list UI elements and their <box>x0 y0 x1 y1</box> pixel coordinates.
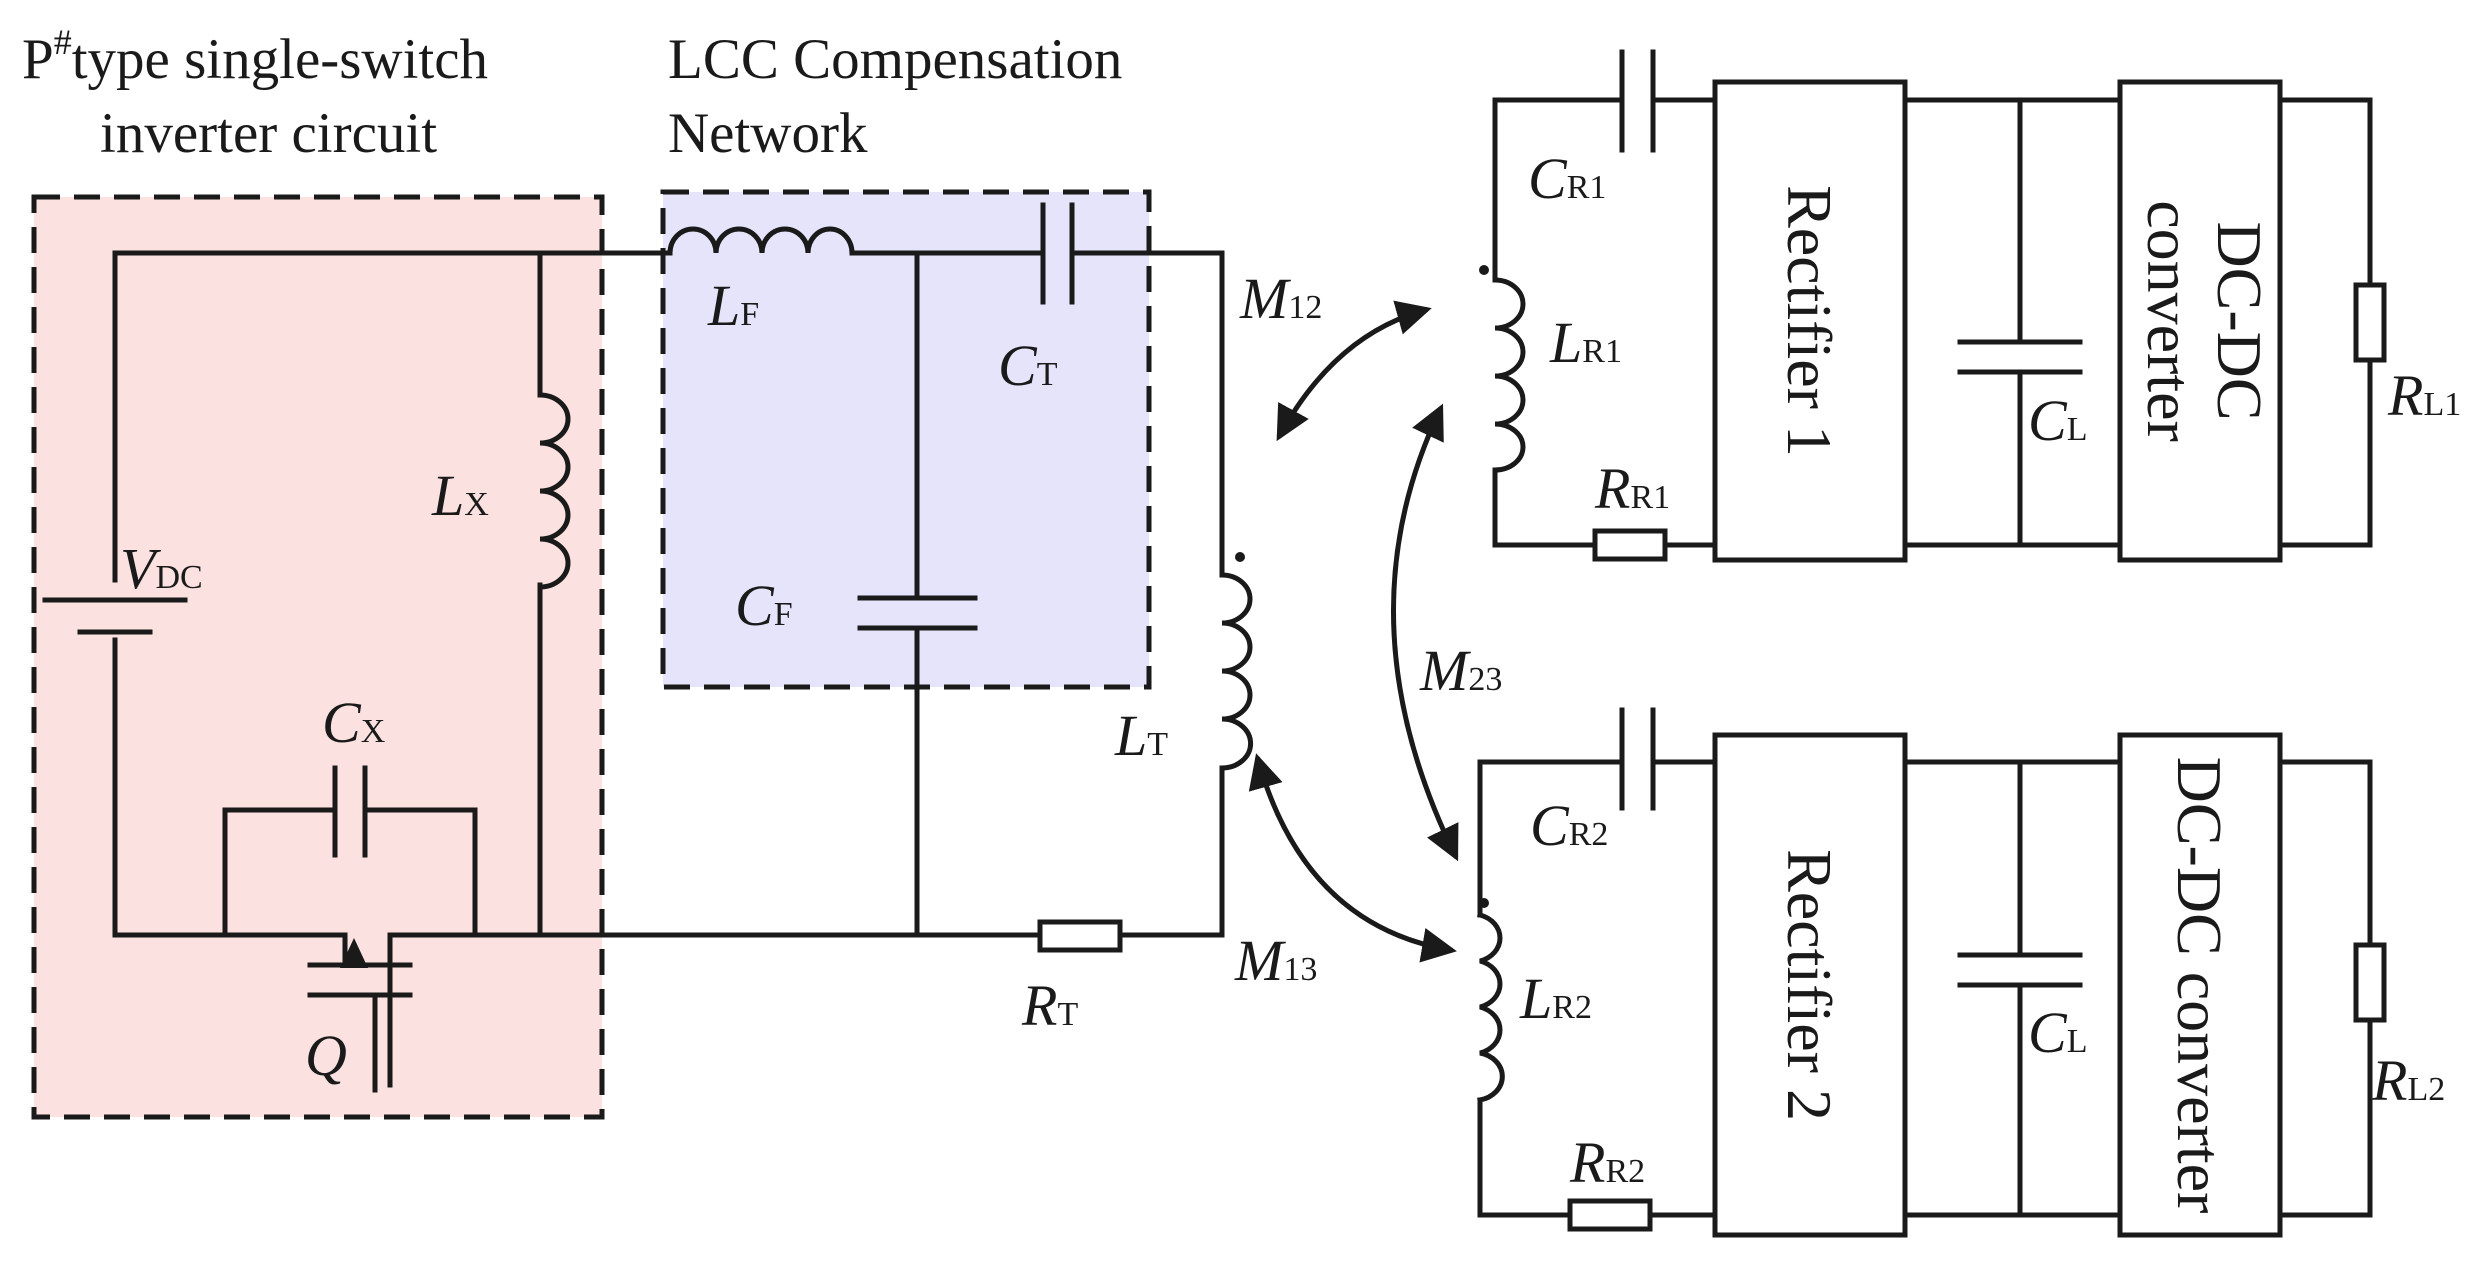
rl2-resistor <box>2353 942 2387 1023</box>
ct-capacitor <box>1040 202 1075 305</box>
m13-label: M13 <box>1234 928 1317 993</box>
m23-arrow <box>1391 403 1459 862</box>
lx-inductor <box>537 392 571 590</box>
dcdc1-label-line1: DC-DC <box>2204 221 2275 420</box>
lcc-region <box>663 192 1149 687</box>
rectifier1-block <box>1712 79 1908 563</box>
lt-dot-icon <box>1235 552 1245 562</box>
cr1-label: CR1 <box>1528 146 1606 211</box>
lcc-title-line1: LCC Compensation <box>668 28 1122 91</box>
lr1-inductor <box>1479 265 1526 473</box>
rr2-label: RR2 <box>1569 1130 1645 1195</box>
dcdc2-block <box>2117 732 2283 1238</box>
cr2-capacitor <box>1619 707 1656 811</box>
rt-resistor <box>1037 919 1123 953</box>
lcc-boundary <box>660 189 1152 690</box>
rectifier2-block <box>1712 732 1908 1238</box>
rl1-label: RL1 <box>2387 363 2461 428</box>
inverter-title-line1: P#type single-switch <box>22 22 488 91</box>
ct-label: CT <box>998 333 1058 398</box>
rl2-label: RL2 <box>2371 1048 2445 1113</box>
inverter-region <box>34 197 602 1117</box>
cx-capacitor <box>332 765 368 858</box>
vdc-battery <box>42 597 188 635</box>
receiver2-wiring <box>1477 759 2373 1218</box>
rr1-resistor <box>1592 528 1668 562</box>
rl1-resistor <box>2353 282 2387 363</box>
lr2-inductor <box>1476 898 1505 1103</box>
rectifier2-label: Rectifier 2 <box>1774 849 1845 1121</box>
cf-label: CF <box>735 573 793 638</box>
m13-arrow <box>1248 753 1457 963</box>
inverter-boundary <box>31 194 605 1120</box>
cl1-label: CL <box>2028 388 2087 453</box>
lr2-dot-icon <box>1479 898 1489 908</box>
cx-label: CX <box>322 690 385 755</box>
m12-arrow <box>1276 300 1432 442</box>
inverter-title-line2: inverter circuit <box>100 102 437 165</box>
cf-capacitor <box>857 595 978 631</box>
q-mosfet <box>307 932 413 1093</box>
rr1-label: RR1 <box>1594 456 1670 521</box>
lr1-label: LR1 <box>1549 310 1622 375</box>
lf-inductor <box>667 226 855 256</box>
dcdc2-label: DC-DC converter <box>2164 757 2235 1214</box>
m12-label: M12 <box>1239 266 1322 331</box>
cl1-capacitor <box>1957 339 2083 375</box>
lt-label: LT <box>1114 703 1168 768</box>
mosfet-arrow-icon <box>340 938 368 968</box>
lf-label: LF <box>707 273 759 338</box>
rt-label: RT <box>1021 973 1078 1038</box>
vdc-label: VDC <box>120 536 203 601</box>
inverter-wiring <box>112 250 1225 938</box>
lr2-label: LR2 <box>1519 966 1592 1031</box>
lx-label: LX <box>431 463 489 528</box>
receiver1-wiring <box>1492 97 2373 548</box>
cl2-label: CL <box>2028 1000 2087 1065</box>
lcc-title-line2: Network <box>668 102 868 165</box>
lt-inductor <box>1219 552 1254 771</box>
dcdc1-block <box>2117 79 2283 563</box>
cr1-capacitor <box>1619 49 1656 153</box>
cl2-capacitor <box>1957 952 2083 988</box>
cr2-label: CR2 <box>1530 793 1608 858</box>
q-label: Q <box>305 1023 347 1088</box>
dcdc1-label-line2: converter <box>2134 200 2205 442</box>
lr1-dot-icon <box>1479 265 1489 275</box>
rr2-resistor <box>1567 1198 1653 1232</box>
m23-label: M23 <box>1419 638 1502 703</box>
rectifier1-label: Rectifier 1 <box>1774 185 1845 457</box>
lcc-wiring <box>537 250 1225 938</box>
